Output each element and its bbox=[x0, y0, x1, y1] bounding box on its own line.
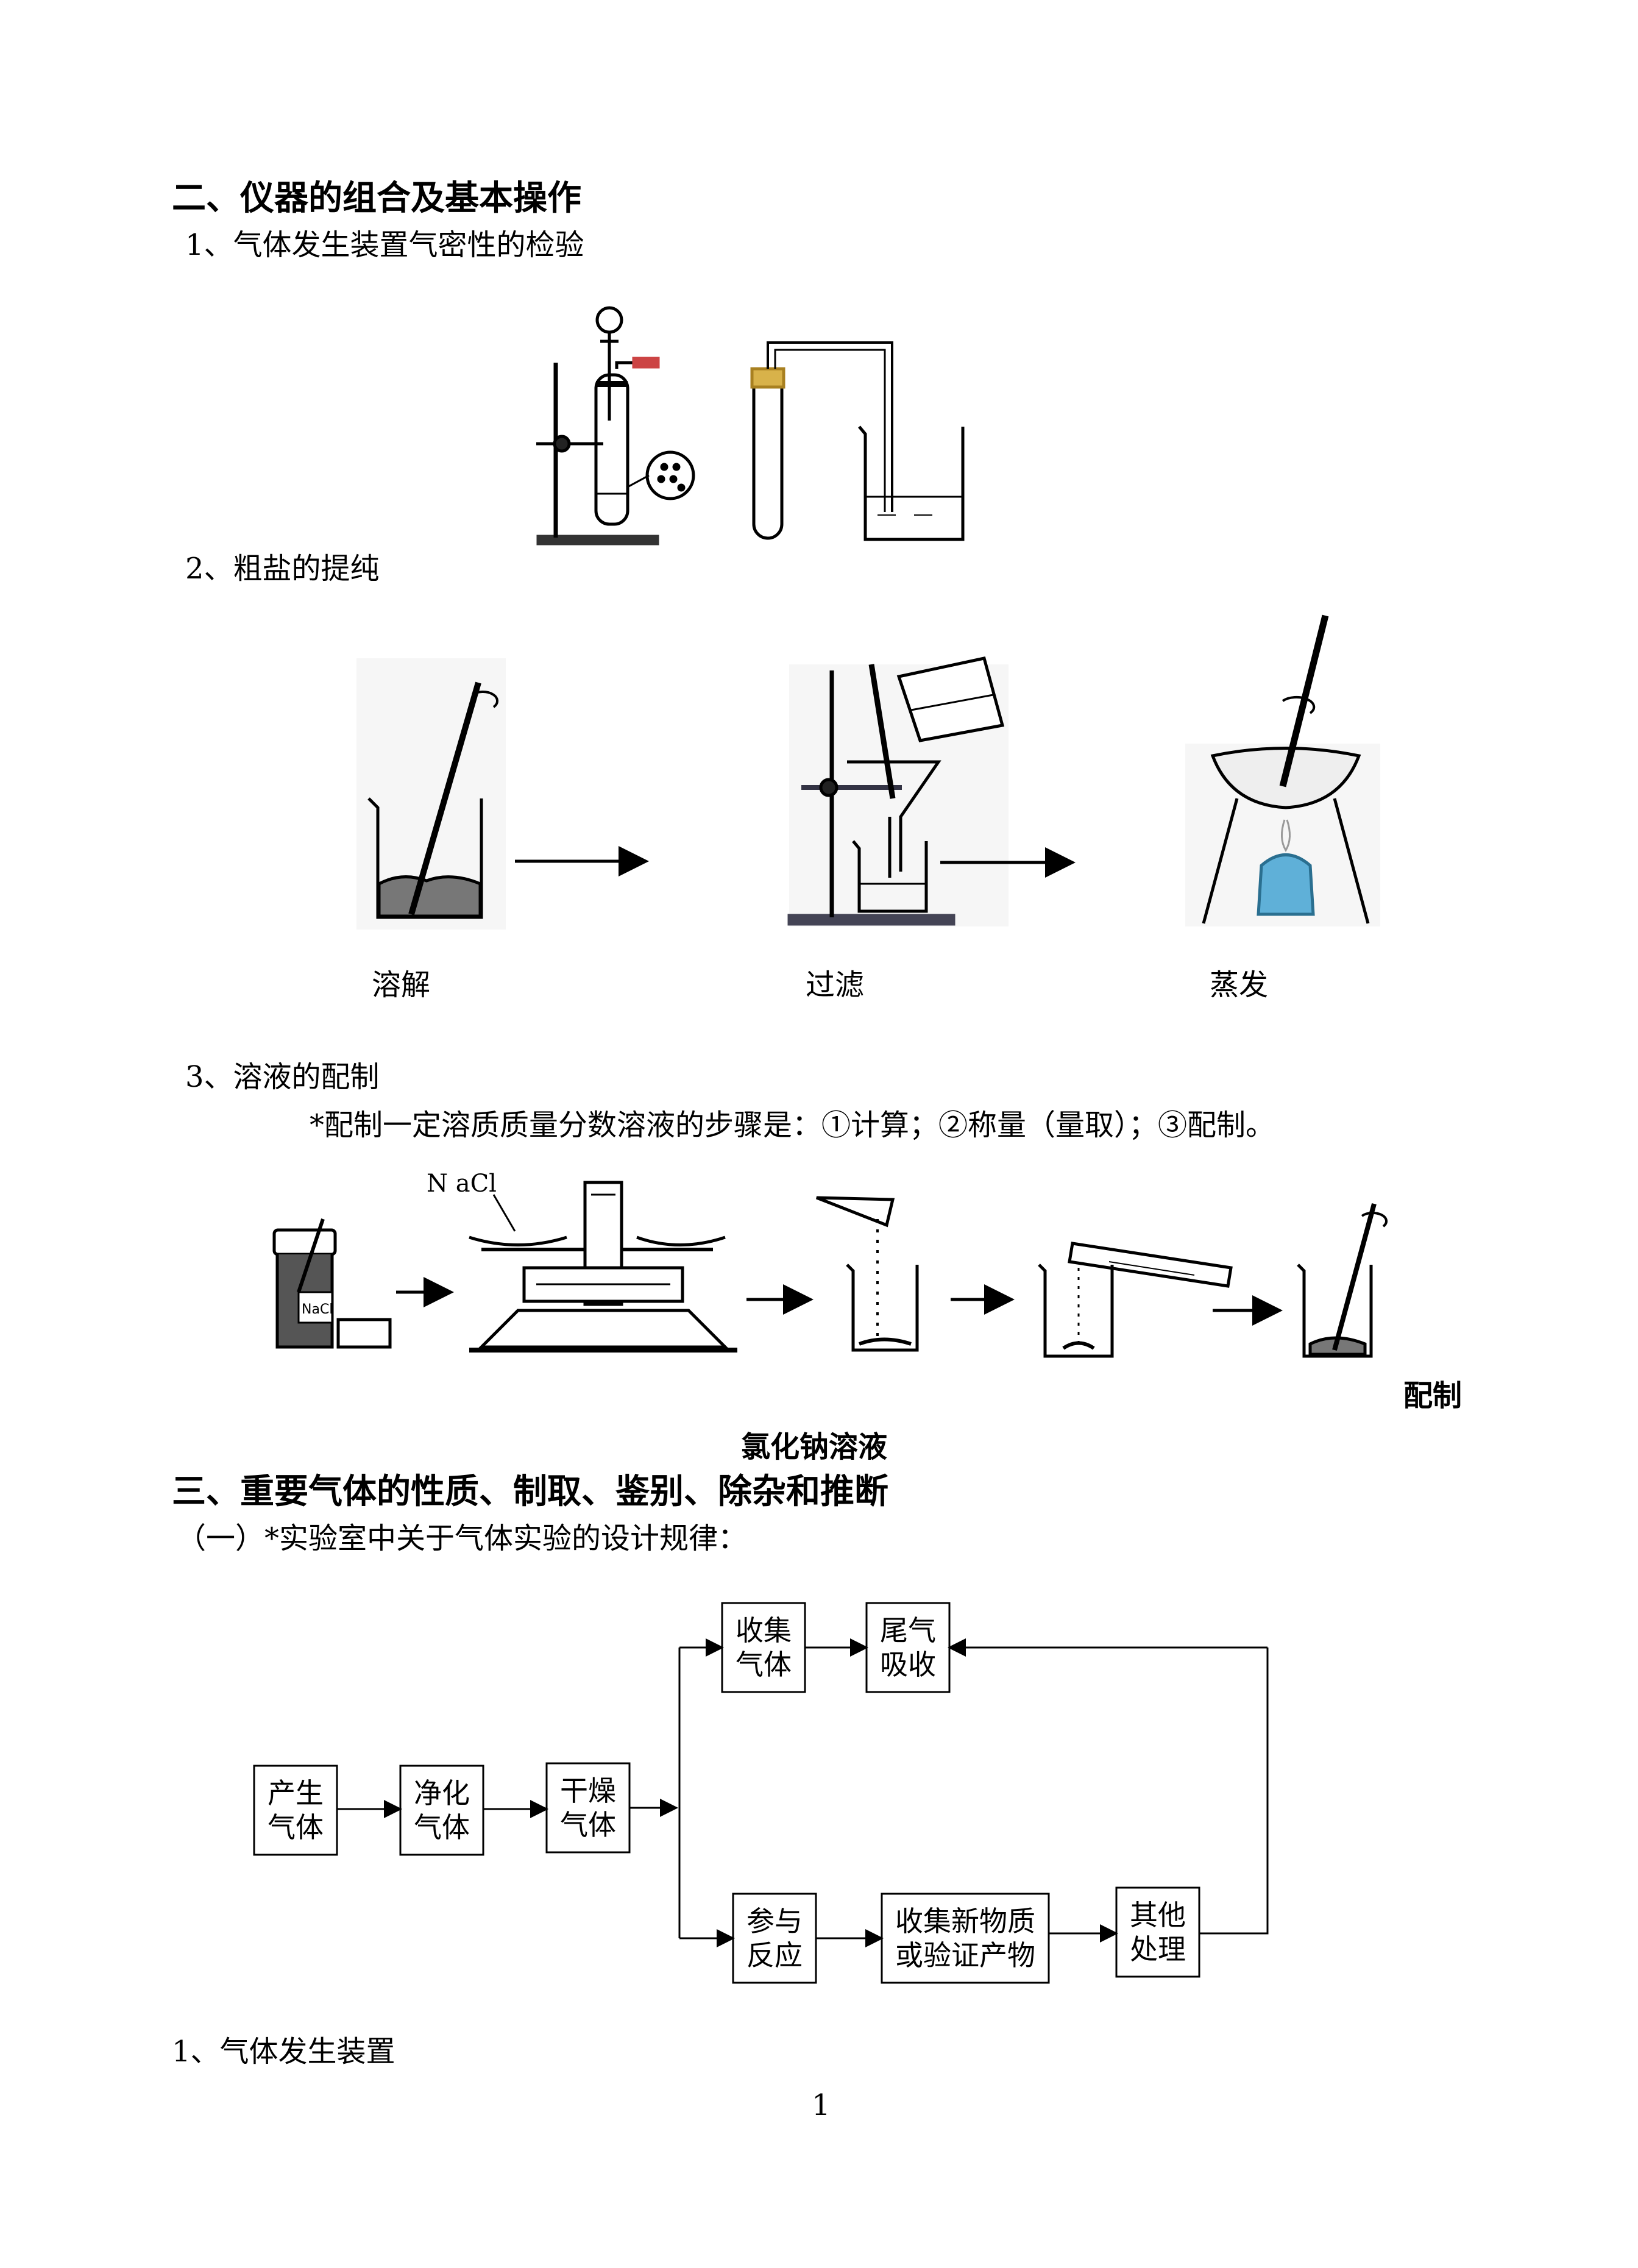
item-gas-generator: 1、气体发生装置 bbox=[172, 2035, 395, 2069]
collect-line-1: 收集 bbox=[736, 1614, 792, 1647]
item-salt-purification: 2、粗盐的提纯 bbox=[185, 552, 380, 586]
gas-design-flowchart bbox=[253, 1602, 1269, 1984]
dissolve-illustration bbox=[356, 658, 506, 930]
step-dissolve-label: 溶解 bbox=[372, 968, 431, 1002]
box-dry-gas-label: 干燥 气体 bbox=[547, 1774, 629, 1842]
purify-line-2: 气体 bbox=[414, 1811, 470, 1844]
box-react-label: 参与 反应 bbox=[733, 1904, 816, 1972]
produce-line-1: 产生 bbox=[268, 1777, 324, 1810]
airtightness-apparatus-2 bbox=[750, 341, 965, 541]
newsub-line-2: 或验证产物 bbox=[895, 1939, 1035, 1972]
dry-line-2: 气体 bbox=[560, 1808, 616, 1841]
add-water-beaker bbox=[1038, 1242, 1233, 1358]
tail-line-1: 尾气 bbox=[880, 1614, 936, 1647]
tail-line-2: 吸收 bbox=[880, 1648, 936, 1681]
purify-line-1: 净化 bbox=[414, 1777, 470, 1810]
box-tail-gas-label: 尾气 吸收 bbox=[867, 1613, 949, 1682]
nacl-bottle: NaCl bbox=[272, 1218, 392, 1349]
filter-illustration bbox=[787, 656, 1009, 926]
react-line-1: 参与 bbox=[746, 1905, 803, 1938]
newsub-line-1: 收集新物质 bbox=[895, 1905, 1035, 1938]
other-line-1: 其他 bbox=[1130, 1899, 1186, 1932]
collect-line-2: 气体 bbox=[736, 1648, 792, 1681]
dry-line-1: 干燥 bbox=[560, 1774, 616, 1807]
item-airtightness-check: 1、气体发生装置气密性的检验 bbox=[185, 228, 584, 262]
section2-title: 二、仪器的组合及基本操作 bbox=[172, 178, 581, 218]
nacl-solution-caption: 氯化钠溶液 bbox=[741, 1430, 888, 1464]
box-produce-gas bbox=[253, 1765, 338, 1856]
bottle-label: NaCl bbox=[302, 1302, 333, 1317]
step-evaporate-label: 蒸发 bbox=[1210, 968, 1269, 1002]
box-collect-gas-label: 收集 气体 bbox=[722, 1613, 805, 1682]
box-other-processing-label: 其他 处理 bbox=[1116, 1898, 1199, 1966]
section3-title: 三、重要气体的性质、制取、鉴别、除杂和推断 bbox=[172, 1471, 888, 1512]
react-line-2: 反应 bbox=[746, 1939, 803, 1972]
produce-line-2: 气体 bbox=[268, 1811, 324, 1844]
box-new-substance-label: 收集新物质 或验证产物 bbox=[882, 1904, 1049, 1972]
other-line-2: 处理 bbox=[1130, 1933, 1186, 1966]
step-filter-label: 过滤 bbox=[806, 968, 865, 1002]
item-solution-prep: 3、溶液的配制 bbox=[185, 1060, 380, 1094]
gas-experiment-design-heading: （一）*实验室中关于气体实验的设计规律： bbox=[177, 1521, 748, 1555]
airtightness-apparatus-1 bbox=[536, 306, 695, 546]
stir-beaker bbox=[1297, 1203, 1388, 1358]
evaporate-illustration bbox=[1185, 614, 1380, 926]
box-produce-gas-label: 产生 气体 bbox=[254, 1776, 337, 1844]
nacl-label: N aCl bbox=[427, 1170, 497, 1198]
page-number: 1 bbox=[812, 2088, 831, 2122]
peizhi-label: 配制 bbox=[1403, 1379, 1462, 1413]
balance-scale: N aCl bbox=[427, 1170, 737, 1353]
box-purify-gas-label: 净化 气体 bbox=[400, 1776, 483, 1844]
solution-steps-note: *配制一定溶质质量分数溶液的步骤是：①计算；②称量（量取）；③配制。 bbox=[310, 1108, 1275, 1142]
pouring-solid-beaker bbox=[816, 1196, 919, 1352]
